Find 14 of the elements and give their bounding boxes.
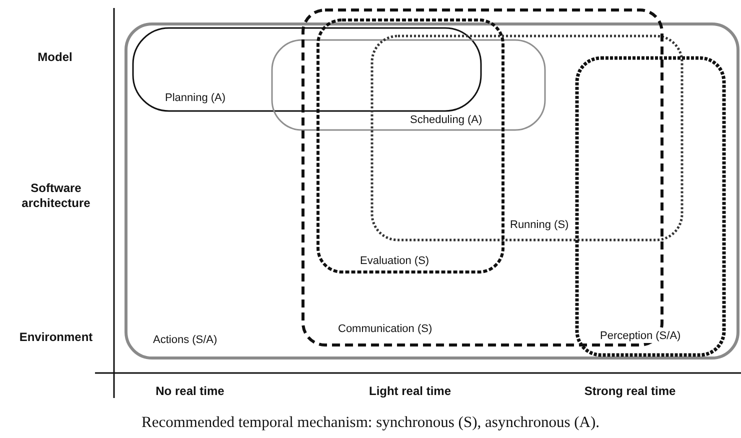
axis-label: No real time (154, 384, 226, 399)
region-label: Actions (S/A) (153, 334, 218, 347)
region-label: Scheduling (A) (410, 114, 482, 127)
region-label: Evaluation (S) (360, 255, 430, 268)
region-label: Perception (S/A) (600, 330, 681, 343)
axis-label: Light real time (368, 384, 452, 399)
axis-label: Environment (18, 330, 94, 345)
caption: Recommended temporal mechanism: synchronous (S), asynchronous (A). (140, 414, 600, 432)
axis-label: Model (36, 50, 74, 65)
region-label: Running (S) (510, 219, 569, 232)
axis-label: Software architecture (20, 181, 92, 211)
axis-label: Strong real time (583, 384, 677, 399)
region-label: Planning (A) (165, 92, 226, 105)
region-label: Communication (S) (338, 323, 432, 336)
